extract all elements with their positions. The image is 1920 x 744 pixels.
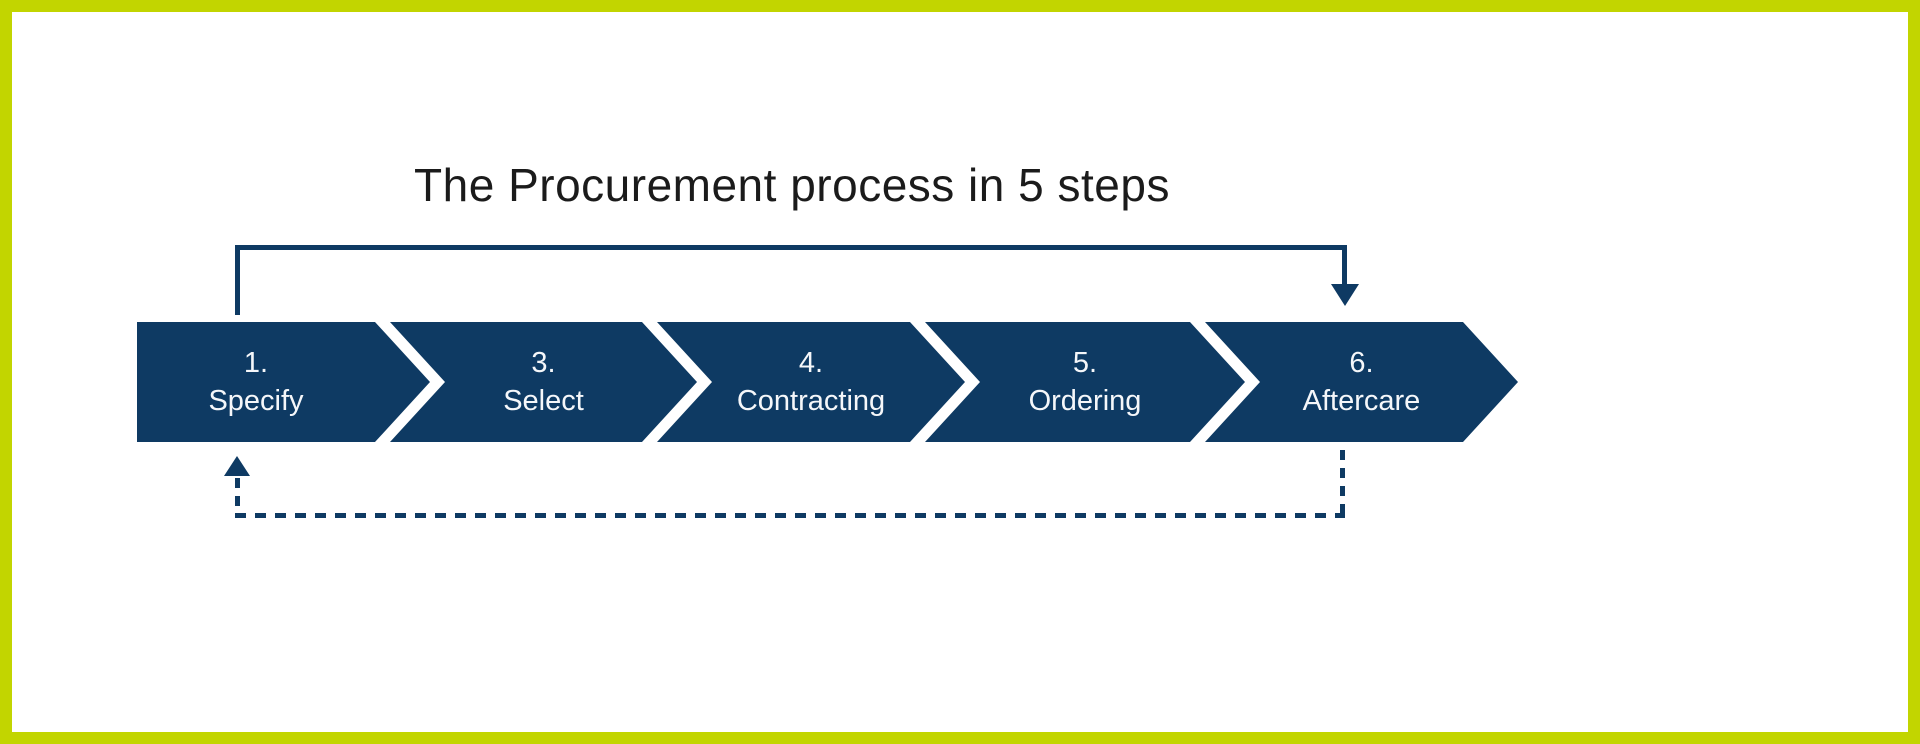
step-label: Contracting (736, 385, 886, 417)
step-number: 6. (1349, 347, 1374, 379)
step-number: 5. (1072, 347, 1098, 379)
step-label: Ordering (1028, 385, 1142, 417)
step-label: Specify (208, 385, 304, 417)
step-label: Select (503, 385, 584, 417)
forward-arrow-left-segment (235, 245, 240, 315)
process-step-specify: 1. Specify (137, 322, 430, 442)
step-number: 3. (531, 347, 556, 379)
process-step-aftercare: 6. Aftercare (1205, 322, 1518, 442)
return-arrow-right-segment (1340, 450, 1345, 515)
step-label: Aftercare (1302, 385, 1421, 417)
arrow-down-icon (1331, 284, 1359, 306)
return-arrow-left-segment (235, 478, 240, 515)
process-step-select: 3. Select (390, 322, 697, 442)
step-number: 4. (798, 347, 824, 379)
diagram-title: The Procurement process in 5 steps (414, 159, 1170, 211)
process-step-ordering: 5. Ordering (925, 322, 1245, 442)
return-arrow-horizontal-segment (235, 513, 1345, 518)
step-number: 1. (243, 347, 269, 379)
process-step-contracting: 4. Contracting (657, 322, 965, 442)
forward-arrow-horizontal-segment (235, 245, 1347, 250)
forward-arrow-right-segment (1342, 245, 1347, 285)
arrow-up-icon (224, 456, 250, 476)
